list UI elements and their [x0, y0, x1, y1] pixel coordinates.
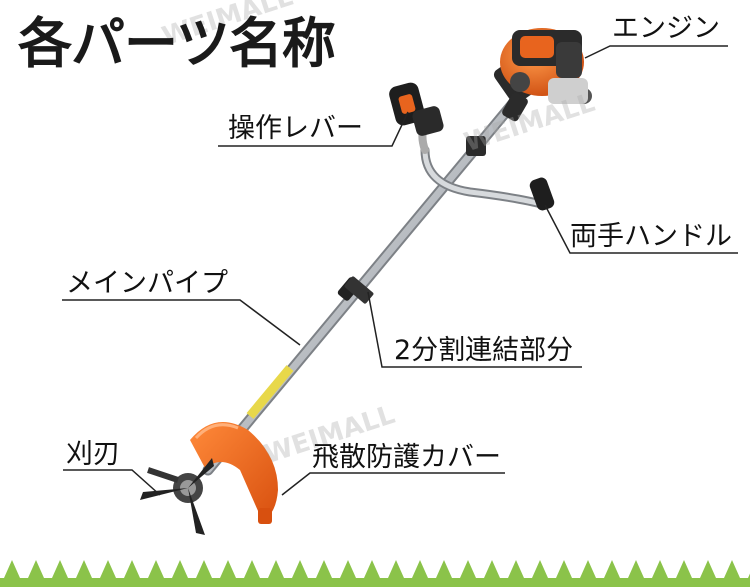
page-title: 各パーツ名称 [18, 12, 336, 75]
engine-body [493, 28, 592, 122]
leader-engine [584, 45, 728, 59]
handle-bar [389, 82, 555, 211]
leader-pipe [62, 299, 301, 346]
grass-strip [0, 560, 750, 587]
leader-blade [63, 469, 161, 496]
leader-joint [367, 291, 582, 368]
leader-cover [281, 472, 505, 496]
leader-lever [218, 111, 409, 147]
label-pipe: メインパイプ [66, 268, 228, 299]
label-lever: 操作レバー [228, 113, 363, 144]
label-handle: 両手ハンドル [570, 221, 732, 252]
joint-clamp [337, 276, 374, 304]
label-joint: 2分割連結部分 [394, 335, 574, 366]
leader-lines [62, 45, 738, 496]
label-engine: エンジン [612, 13, 720, 44]
leader-handle [544, 204, 738, 254]
label-cover: 飛散防護カバー [312, 442, 501, 473]
label-blade: 刈刃 [66, 439, 120, 470]
blade [140, 458, 214, 535]
guard-cover [190, 422, 278, 524]
